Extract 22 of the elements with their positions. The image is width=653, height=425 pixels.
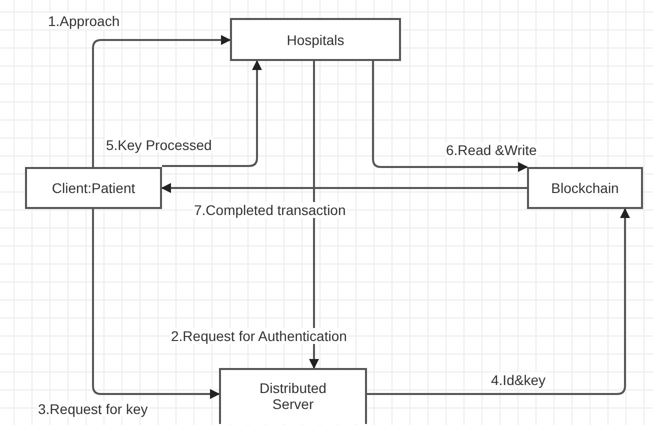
arrow <box>92 209 220 399</box>
arrow <box>161 183 527 193</box>
process-box <box>527 167 643 209</box>
arrow <box>309 61 319 369</box>
node-label: Client:Patient <box>52 180 136 196</box>
edge-label: 6.Read &Write <box>445 142 538 158</box>
process-box <box>25 167 162 209</box>
node-label: Blockchain <box>551 180 619 196</box>
arrow <box>367 208 630 395</box>
arrow <box>372 61 528 172</box>
edge-label: 2.Request for Authentication <box>170 328 348 344</box>
arrow <box>92 35 231 167</box>
edge-label: 7.Completed transaction <box>193 202 347 218</box>
process-box <box>219 368 367 424</box>
edge-label: 5.Key Processed <box>105 137 213 153</box>
node-label: Hospitals <box>286 32 344 48</box>
process-box <box>230 18 401 61</box>
edge-label: 4.Id&key <box>490 372 546 388</box>
edge-label: 1.Approach <box>47 13 121 29</box>
node-label: Distributed Server <box>258 380 328 412</box>
edge-label: 3.Request for key <box>37 401 149 417</box>
arrow <box>162 60 262 167</box>
